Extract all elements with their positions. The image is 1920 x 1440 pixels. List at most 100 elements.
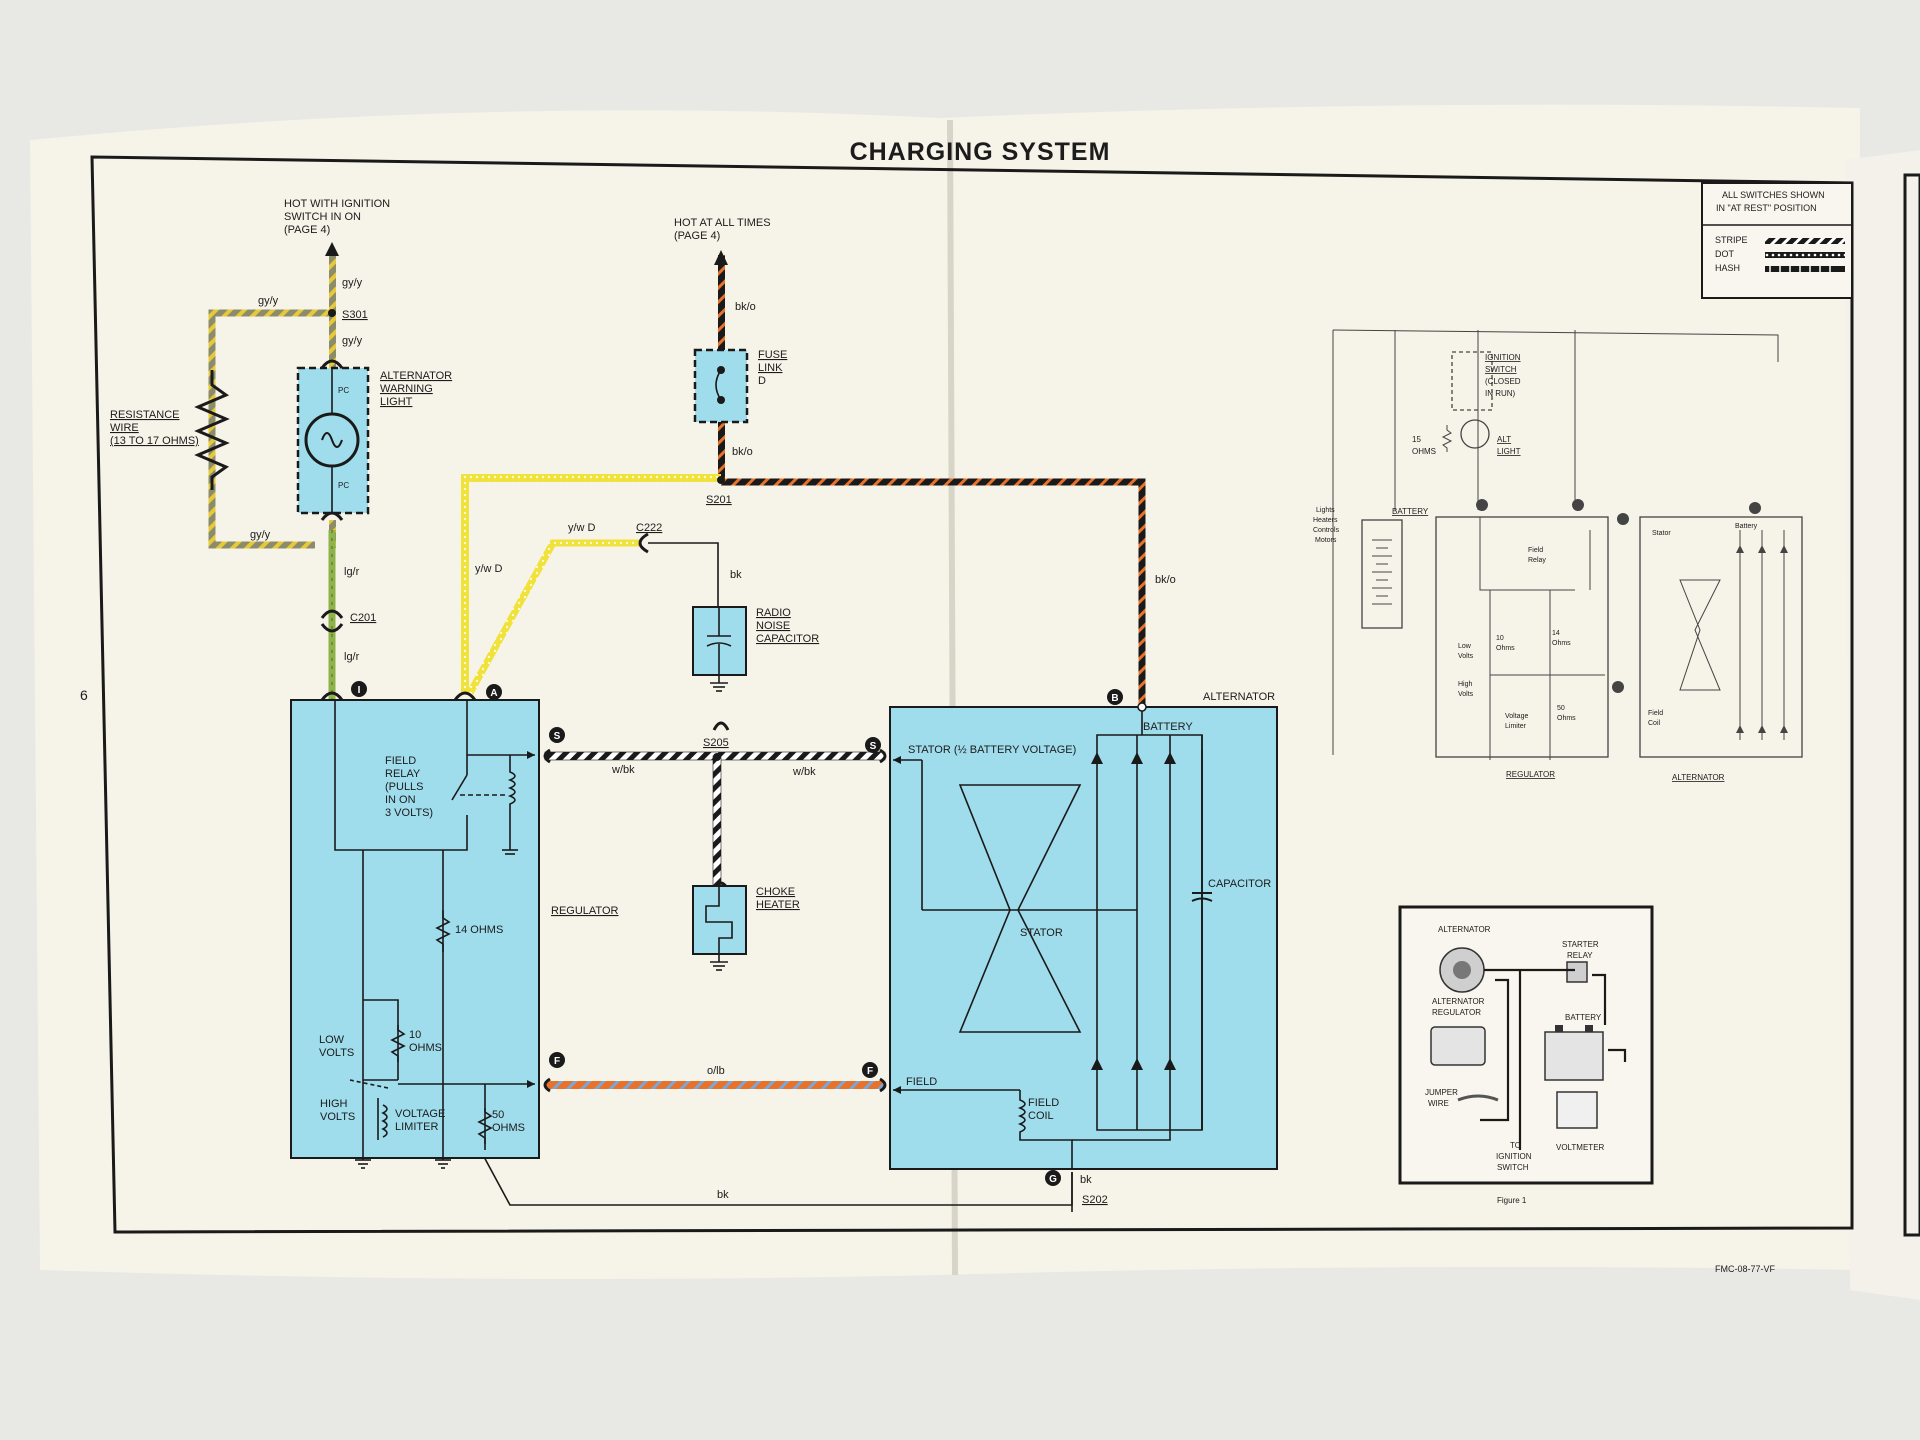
legend-stripe-label: STRIPE: [1715, 235, 1748, 245]
ground-icon-relay: [502, 849, 518, 855]
diagram-frame: [90, 155, 1854, 1234]
fig-battery: BATTERY: [1565, 1013, 1602, 1022]
ground-icon-reg-2: [435, 1159, 451, 1169]
schem-regulator-box: [1435, 516, 1609, 758]
splice-dot-s301: [328, 309, 336, 317]
fig-reg-2: REGULATOR: [1432, 1008, 1481, 1017]
splice-dot-s205: [713, 753, 721, 761]
alt-battery-label: BATTERY: [1143, 721, 1193, 733]
schem-lights-2: Heaters: [1313, 517, 1338, 524]
terminal-g: G: [1049, 1174, 1057, 1185]
wire-label-bk-o-2: bk/o: [732, 446, 753, 458]
starter-relay-sketch-icon: [1566, 961, 1588, 983]
wire-label-lg-r-1: lg/r: [344, 566, 360, 578]
voltage-limiter-2: LIMITER: [395, 1121, 438, 1133]
main-labels: HOT WITH IGNITION SWITCH IN ON (PAGE 4) …: [110, 198, 1275, 1206]
radio-noise-capacitor: [692, 606, 747, 692]
resistance-wire-symbol: [194, 370, 230, 490]
field-coil-1: FIELD: [1028, 1097, 1059, 1109]
schem-ign-2: SWITCH: [1485, 365, 1517, 374]
stator-half-label: STATOR (½ BATTERY VOLTAGE): [908, 744, 1076, 756]
wire-label-bk-o-3: bk/o: [1155, 574, 1176, 586]
schem-50-2: Ohms: [1557, 715, 1576, 722]
resistance-1: RESISTANCE: [110, 409, 179, 421]
capacitor-label: CAPACITOR: [1208, 878, 1271, 890]
legend-hash-swatch: [1765, 266, 1845, 272]
ohms-50-2: OHMS: [492, 1122, 525, 1134]
fig-jumper-1: JUMPER: [1425, 1088, 1458, 1097]
fig-to-ign-2: IGNITION: [1496, 1152, 1532, 1161]
ohms-10-1: 10: [409, 1029, 421, 1041]
resistance-2: WIRE: [110, 422, 139, 434]
schem-low-1: Low: [1458, 643, 1472, 650]
wire-label-bk-cap: bk: [730, 569, 742, 581]
low-volts-2: VOLTS: [319, 1047, 354, 1059]
radio-2: NOISE: [756, 620, 790, 632]
schem-lights-3: Controls: [1313, 527, 1340, 534]
terminal-a: A: [490, 688, 497, 699]
schem-vl-2: Limiter: [1505, 723, 1527, 730]
high-volts-1: HIGH: [320, 1098, 348, 1110]
schem-50-1: 50: [1557, 705, 1565, 712]
schem-high-1: High: [1458, 681, 1473, 688]
capacitor-symbol: [1191, 892, 1213, 902]
wire-label-y-w-d-2: y/w D: [475, 563, 503, 575]
arrow-up-icon: [325, 242, 339, 256]
legend-dot-label: DOT: [1715, 249, 1735, 259]
schem-alt-2: LIGHT: [1497, 447, 1521, 456]
resistance-3: (13 TO 17 OHMS): [110, 435, 199, 447]
schem-battery-label: BATTERY: [1392, 507, 1429, 516]
ign-feed-2: SWITCH IN ON: [284, 211, 361, 223]
schem-10-2: Ohms: [1496, 645, 1515, 652]
schem-field-coil-2: Coil: [1648, 720, 1661, 727]
fig-caption: Figure 1: [1497, 1196, 1527, 1205]
voltage-limiter-1: VOLTAGE: [395, 1108, 445, 1120]
regulator-sketch-icon: [1430, 1026, 1486, 1066]
fuse-1: FUSE: [758, 349, 787, 361]
wire-label-gy-y-4: gy/y: [250, 529, 271, 541]
schem-alt-light-icon: [1460, 419, 1490, 449]
schem-relay-2: Relay: [1528, 557, 1546, 564]
wire-label-y-w-d-1: y/w D: [568, 522, 596, 534]
page-title: CHARGING SYSTEM: [850, 138, 1111, 166]
schem-battery: [1361, 519, 1403, 629]
schem-lights-1: Lights: [1316, 507, 1335, 514]
fuse-3: D: [758, 375, 766, 387]
schem-14-1: 14: [1552, 630, 1560, 637]
splice-s205: S205: [703, 737, 729, 749]
ground-icon-reg-1: [355, 1159, 371, 1169]
terminal-s-regulator: S: [554, 731, 561, 742]
schem-alternator-box: [1639, 516, 1803, 758]
terminal-b: B: [1111, 693, 1118, 704]
fig-starter-2: RELAY: [1567, 951, 1593, 960]
field-coil-2: COIL: [1028, 1110, 1054, 1122]
ground-icon-choke: [710, 961, 728, 971]
schem-ign-3: (CLOSED: [1485, 377, 1521, 386]
terminal-i: I: [358, 685, 361, 696]
field-relay-5: 3 VOLTS): [385, 807, 433, 819]
fig-to-ign-3: SWITCH: [1497, 1163, 1529, 1172]
connector-chevrons: [320, 359, 887, 1093]
arrow-up-icon-battery: [714, 250, 728, 265]
radio-3: CAPACITOR: [756, 633, 819, 645]
schem-ign-1: IGNITION: [1485, 353, 1521, 362]
wire-o-lb: [545, 1081, 885, 1089]
schem-stator: Stator: [1652, 530, 1671, 537]
ohms-14: 14 OHMS: [455, 924, 503, 936]
legend-heading-2: IN "AT REST" POSITION: [1716, 203, 1817, 213]
wire-label-gy-y-2: gy/y: [258, 295, 279, 307]
fig-to-ign-1: TO: [1510, 1141, 1521, 1150]
wire-label-bk-o-1: bk/o: [735, 301, 756, 313]
wire-label-bk-g: bk: [1080, 1174, 1092, 1186]
wire-label-w-bk-1: w/bk: [611, 764, 635, 776]
alternator-label: ALTERNATOR: [1203, 691, 1275, 703]
schem-alternator: ALTERNATOR: [1672, 773, 1725, 782]
field-relay-1: FIELD: [385, 755, 416, 767]
schem-alt-1: ALT: [1497, 435, 1511, 444]
fig-voltmeter: VOLTMETER: [1556, 1143, 1605, 1152]
schem-low-2: Volts: [1458, 653, 1474, 660]
schem-15-1: 15: [1412, 435, 1421, 444]
fig-starter-1: STARTER: [1562, 940, 1599, 949]
connector-c222: C222: [636, 522, 662, 534]
schem-ign-4: IN RUN): [1485, 389, 1516, 398]
